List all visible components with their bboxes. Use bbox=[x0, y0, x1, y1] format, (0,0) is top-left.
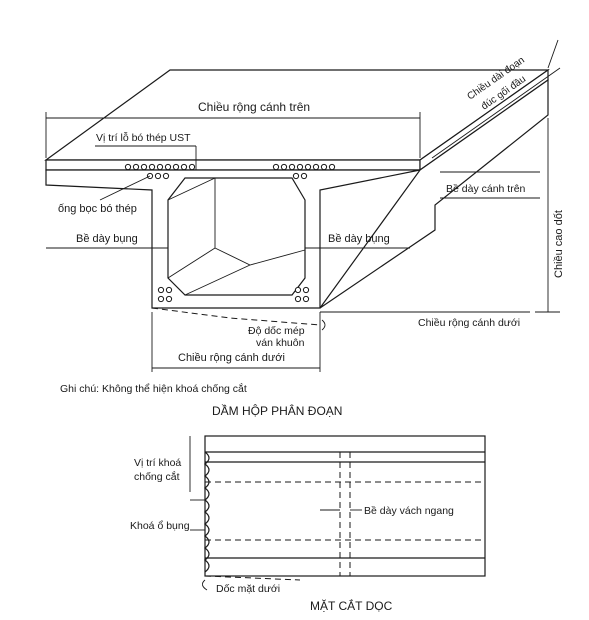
label-formwork-slope-1: Độ dốc mép bbox=[248, 325, 305, 337]
cell-depth-line-1 bbox=[167, 177, 216, 201]
label-top-flange-thickness: Bề dày cánh trên bbox=[446, 183, 526, 195]
leader-tendon-sheath bbox=[99, 175, 151, 201]
label-diaphragm-thickness: Bề dày vách ngang bbox=[364, 505, 454, 517]
tendon-holes-top-right bbox=[272, 163, 336, 180]
cell-depth-line-3 bbox=[167, 247, 216, 279]
label-shear-key-position-2: chống cắt bbox=[134, 470, 180, 483]
label-web-thickness-left: Bề dày bụng bbox=[76, 233, 138, 245]
label-tendon-sheath: ống bọc bó thép bbox=[58, 203, 137, 215]
bottom-slope-arc bbox=[202, 579, 208, 591]
note: Ghi chú: Không thể hiện khoá chống cắt bbox=[60, 382, 247, 395]
dim-ext-segment bbox=[547, 39, 559, 69]
title-box-girder: DẦM HỘP PHÂN ĐOẠN bbox=[212, 403, 342, 418]
label-bottom-flange-width-right: Chiều rộng cánh dưới bbox=[418, 317, 520, 329]
label-section-height: Chiều cao dốt bbox=[553, 210, 565, 278]
label-formwork-slope-2: ván khuôn bbox=[256, 337, 305, 349]
shear-keys bbox=[204, 451, 210, 573]
tendon-holes-bottom bbox=[157, 286, 310, 303]
cell-depth-line-5 bbox=[184, 264, 251, 296]
dim-line-segment-length bbox=[431, 67, 561, 159]
label-web-shear-key: Khoá ổ bụng bbox=[130, 520, 190, 532]
top-slab-front-face bbox=[45, 159, 421, 171]
section-outline bbox=[204, 435, 486, 577]
label-web-thickness-right: Bề dày bụng bbox=[328, 233, 390, 245]
title-longitudinal-section: MẶT CẮT DỌC bbox=[310, 598, 393, 613]
label-top-flange-width: Chiều rộng cánh trên bbox=[198, 100, 310, 114]
box-cell-opening bbox=[167, 177, 306, 296]
bottom-slope-line bbox=[204, 575, 301, 581]
label-bottom-flange-width-bottom: Chiều rộng cánh dưới bbox=[178, 352, 285, 364]
formwork-slope-line bbox=[151, 307, 321, 326]
tendon-holes-top-left bbox=[124, 163, 196, 180]
label-shear-key-position-1: Vị trí khoá bbox=[134, 457, 181, 469]
formwork-slope-arc bbox=[321, 319, 326, 331]
label-bottom-slope: Dốc mặt dưới bbox=[216, 583, 280, 595]
label-ust-duct: Vị trí lỗ bó thép UST bbox=[96, 131, 191, 144]
longitudinal-section-drawing: Vị trí khoá chống cắt Khoá ổ bụng Bề dày… bbox=[130, 435, 486, 613]
box-girder-drawing: Chiều rộng cánh trên Chiều dài đoạn đúc … bbox=[44, 39, 565, 418]
